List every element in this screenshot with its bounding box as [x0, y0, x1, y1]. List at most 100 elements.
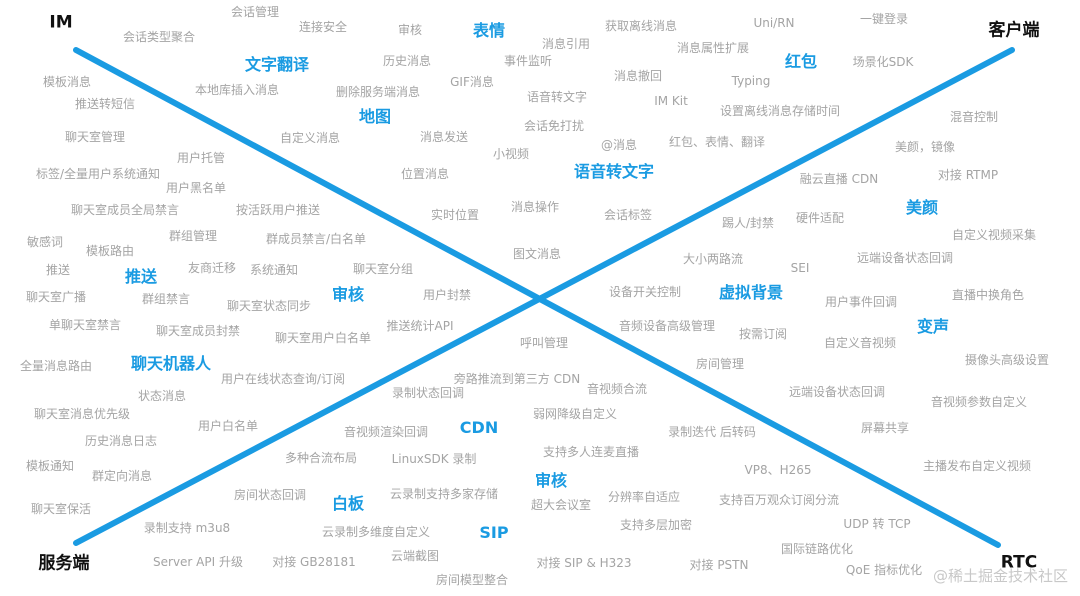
feature-term: 聊天室用户白名单: [274, 331, 372, 345]
feature-term: SEI: [790, 261, 810, 275]
feature-term: 会话免打扰: [523, 119, 585, 133]
feature-term: 消息操作: [510, 200, 560, 214]
feature-term: 房间管理: [695, 357, 745, 371]
keyword-label: CDN: [459, 418, 499, 437]
feature-term: 会话标签: [603, 208, 653, 222]
feature-term: 云录制多维度自定义: [321, 525, 431, 539]
feature-term: Uni/RN: [753, 16, 795, 30]
feature-term: 会话类型聚合: [122, 30, 196, 44]
feature-term: 对接 GB28181: [272, 555, 356, 569]
feature-term: 设备开关控制: [608, 285, 682, 299]
feature-term: 旁路推流到第三方 CDN: [453, 372, 581, 386]
feature-term: 用户封禁: [422, 288, 472, 302]
feature-term: 主播发布自定义视频: [922, 459, 1032, 473]
feature-term: 分辨率自适应: [607, 490, 681, 504]
keyword-label: 变声: [916, 317, 950, 336]
feature-term: 支持百万观众订阅分流: [718, 493, 840, 507]
feature-term: 聊天室广播: [25, 290, 87, 304]
feature-term: 聊天室保活: [30, 502, 92, 516]
corner-label-im: IM: [49, 12, 73, 33]
feature-term: 小视频: [492, 147, 530, 161]
feature-term: 一键登录: [859, 12, 909, 26]
feature-term: 聊天室消息优先级: [33, 407, 131, 421]
feature-term: 系统通知: [249, 263, 299, 277]
feature-term: 实时位置: [430, 208, 480, 222]
keyword-label: 语音转文字: [573, 162, 655, 181]
feature-term: 多种合流布局: [284, 451, 358, 465]
feature-term: 会话管理: [230, 5, 280, 19]
feature-term: 标签/全量用户系统通知: [35, 167, 161, 181]
feature-term: 群定向消息: [91, 469, 153, 483]
feature-term: 本地库插入消息: [194, 83, 280, 97]
keyword-label: 地图: [358, 107, 392, 126]
feature-term: VP8、H265: [744, 463, 812, 477]
feature-term: 远端设备状态回调: [856, 251, 954, 265]
feature-term: 状态消息: [137, 389, 187, 403]
feature-term: Server API 升级: [153, 555, 243, 569]
feature-term: 混音控制: [949, 110, 999, 124]
corner-label-client: 客户端: [988, 20, 1040, 41]
keyword-label: 推送: [124, 267, 158, 286]
feature-term: 模板消息: [42, 75, 92, 89]
feature-term: 群组管理: [168, 229, 218, 243]
feature-term: 消息属性扩展: [676, 41, 750, 55]
feature-term: 硬件适配: [795, 211, 845, 225]
feature-term: 模板路由: [85, 244, 135, 258]
keyword-label: SIP: [479, 523, 509, 542]
feature-term: 录制迭代 后转码: [668, 425, 756, 439]
feature-term: 用户黑名单: [165, 181, 227, 195]
feature-term: LinuxSDK 录制: [391, 452, 477, 466]
feature-term: 对接 RTMP: [937, 168, 999, 182]
feature-term: 国际链路优化: [780, 542, 854, 556]
feature-term: 音视频参数自定义: [930, 395, 1028, 409]
keyword-label: 表情: [472, 21, 506, 40]
feature-term: 消息引用: [541, 37, 591, 51]
feature-term: 推送转短信: [74, 97, 136, 111]
feature-term: 敏感词: [26, 235, 64, 249]
feature-term: 聊天室管理: [64, 130, 126, 144]
feature-term: @消息: [600, 138, 638, 152]
feature-term: Typing: [731, 74, 771, 88]
feature-term: 按活跃用户推送: [235, 203, 321, 217]
feature-term: 单聊天室禁言: [48, 318, 122, 332]
feature-term: 踢人/封禁: [721, 216, 775, 230]
feature-term: 获取离线消息: [604, 19, 678, 33]
feature-term: 推送统计API: [386, 319, 454, 333]
keyword-label: 审核: [331, 285, 365, 304]
keyword-label: 红包: [784, 52, 818, 71]
feature-term: 用户事件回调: [824, 295, 898, 309]
feature-term: 云录制支持多家存储: [389, 487, 499, 501]
feature-term: 自定义音视频: [823, 336, 897, 350]
feature-term: 聊天室成员全局禁言: [70, 203, 180, 217]
keyword-label: 虚拟背景: [718, 283, 784, 302]
feature-term: 聊天室成员封禁: [155, 324, 241, 338]
feature-term: 录制支持 m3u8: [143, 521, 231, 535]
feature-term: 全量消息路由: [19, 359, 93, 373]
corner-label-server: 服务端: [38, 553, 90, 574]
feature-term: 消息发送: [419, 130, 469, 144]
feature-term: 推送: [45, 263, 71, 277]
watermark: @稀土掘金技术社区: [932, 567, 1068, 585]
feature-term: 音频设备高级管理: [618, 319, 716, 333]
feature-term: 用户托管: [176, 151, 226, 165]
feature-term: 消息撤回: [613, 69, 663, 83]
feature-term: 连接安全: [298, 20, 348, 34]
keyword-label: 美颜: [905, 198, 939, 217]
feature-term: 融云直播 CDN: [799, 172, 879, 186]
feature-term: 音视频渲染回调: [343, 425, 429, 439]
keyword-label: 白板: [331, 494, 365, 513]
feature-term: 历史消息日志: [84, 434, 158, 448]
feature-term: 支持多人连麦直播: [542, 445, 640, 459]
keyword-label: 审核: [534, 471, 568, 490]
feature-term: 设置离线消息存储时间: [719, 104, 841, 118]
feature-term: 位置消息: [400, 167, 450, 181]
feature-term: 云端截图: [390, 549, 440, 563]
feature-term: GIF消息: [450, 75, 494, 89]
feature-term: 自定义消息: [279, 131, 341, 145]
feature-term: 场景化SDK: [852, 55, 914, 69]
keyword-label: 聊天机器人: [130, 354, 212, 373]
feature-term: 支持多层加密: [619, 518, 693, 532]
feature-term: 摄像头高级设置: [964, 353, 1050, 367]
